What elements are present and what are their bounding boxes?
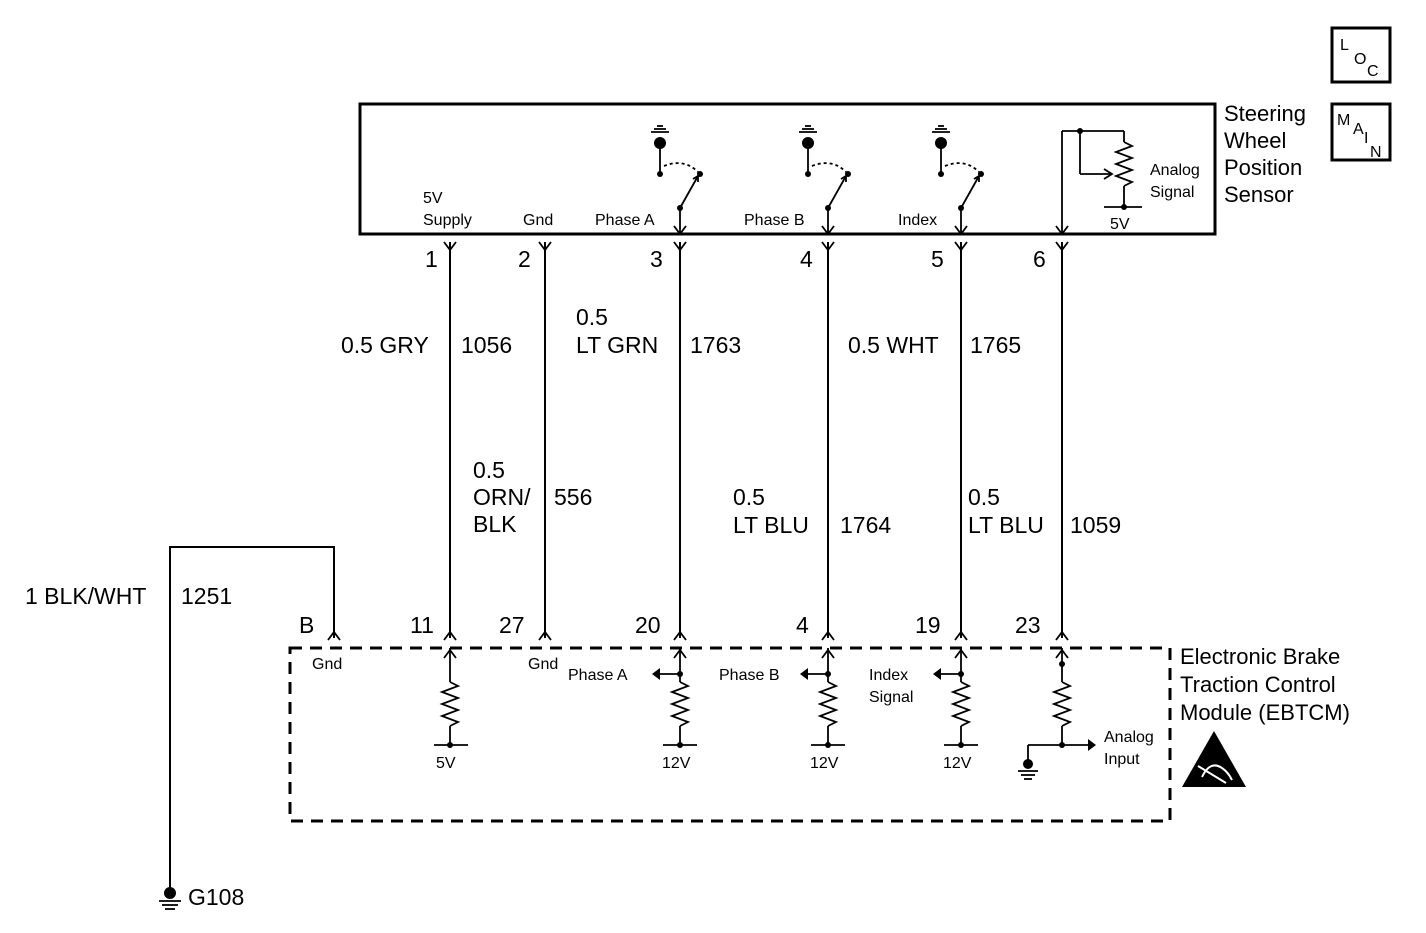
wire-1251-circuit: 1251 (181, 583, 232, 609)
module-12v-ref-b: 12V (810, 755, 839, 772)
sensor-name-line-1: Steering (1224, 101, 1306, 126)
module-pin-b: B (299, 612, 314, 638)
module-name-line-1: Electronic Brake (1180, 644, 1340, 669)
svg-text:N: N (1370, 144, 1382, 161)
sensor-pin-3: 3 (650, 246, 663, 272)
wire-1059-gauge: 0.5 (968, 484, 1000, 510)
sensor-box (358, 102, 1217, 236)
module-pin-4: 4 (796, 612, 809, 638)
sensor-pot-5v-label: 5V (1110, 216, 1130, 233)
svg-text:M: M (1337, 112, 1350, 129)
resistor-phase-b-icon (800, 648, 845, 748)
svg-text:C: C (1367, 63, 1379, 80)
module-index-label-1: Index (869, 667, 908, 684)
ground-icon (164, 887, 176, 899)
ground-label: G108 (188, 884, 244, 910)
wire-1764-gauge: 0.5 (733, 484, 765, 510)
sensor-phase-b-label: Phase B (744, 212, 804, 229)
module-phase-b-label: Phase B (719, 667, 779, 684)
potentiometer-icon (1055, 128, 1142, 236)
wire-1765-circuit: 1765 (970, 332, 1021, 358)
main-badge[interactable]: M A I N (1330, 102, 1392, 162)
module-gnd-b-label: Gnd (312, 656, 342, 673)
sensor-pin-4: 4 (800, 246, 813, 272)
wire-1764-circuit: 1764 (840, 512, 891, 538)
wire-1059-circuit: 1059 (1070, 512, 1121, 538)
module-pin-20: 20 (635, 612, 661, 638)
wire-1059-color: LT BLU (968, 512, 1044, 538)
sensor-pin-5: 5 (931, 246, 944, 272)
module-5v-ref: 5V (436, 755, 456, 772)
wire-1763-circuit: 1763 (690, 332, 741, 358)
phase-a-switch-icon (651, 125, 703, 236)
module-pin-23: 23 (1015, 612, 1041, 638)
steering-wheel-position-sensor: Steering Wheel Position Sensor 5V Supply… (358, 101, 1306, 236)
wire-1763-gauge: 0.5 (576, 304, 608, 330)
wire-1765-color: 0.5 WHT (848, 332, 939, 358)
sensor-analog-label-1: Analog (1150, 162, 1200, 179)
svg-text:A: A (1353, 121, 1364, 138)
sensor-pin-numbers: 1 2 3 4 5 6 (425, 246, 1046, 272)
module-pin-numbers: B 11 27 20 4 19 23 (299, 612, 1041, 638)
resistor-analog-icon (1018, 648, 1096, 780)
wires (169, 241, 1069, 890)
module-box (288, 646, 1172, 823)
loc-badge[interactable]: L O C (1330, 26, 1392, 84)
sensor-pin-1: 1 (425, 246, 438, 272)
module-pin-19: 19 (915, 612, 941, 638)
esd-warning-icon (1182, 731, 1246, 787)
sensor-pin-6: 6 (1033, 246, 1046, 272)
sensor-5v-supply-label-2: Supply (423, 212, 472, 229)
sensor-name-line-4: Sensor (1224, 182, 1294, 207)
module-name-line-2: Traction Control (1180, 672, 1336, 697)
module-phase-a-label: Phase A (568, 667, 628, 684)
wire-556-color-1: ORN/ (473, 484, 531, 510)
wire-556-gauge: 0.5 (473, 457, 505, 483)
module-analog-label-2: Input (1104, 751, 1140, 768)
wire-1251-color: 1 BLK/WHT (25, 583, 146, 609)
sensor-analog-label-2: Signal (1150, 184, 1194, 201)
module-analog-label-1: Analog (1104, 729, 1154, 746)
wire-556-color-2: BLK (473, 511, 517, 537)
ground-g108: G108 (159, 884, 244, 910)
module-pin-27: 27 (499, 612, 525, 638)
wire-1056-color: 0.5 GRY (341, 332, 429, 358)
phase-b-switch-icon (799, 125, 851, 236)
sensor-gnd-label: Gnd (523, 212, 553, 229)
sensor-5v-supply-label-1: 5V (423, 190, 443, 207)
module-12v-ref-a: 12V (662, 755, 691, 772)
wire-labels: 0.5 GRY 1056 0.5 LT GRN 1763 0.5 WHT 176… (25, 304, 1121, 609)
module-pin-11: 11 (410, 612, 434, 638)
module-gnd-27-label: Gnd (528, 656, 558, 673)
wire-1056-circuit: 1056 (461, 332, 512, 358)
ebtcm-module: Electronic Brake Traction Control Module… (288, 644, 1350, 823)
svg-text:L: L (1340, 37, 1349, 54)
module-name-line-3: Module (EBTCM) (1180, 700, 1350, 725)
sensor-phase-a-label: Phase A (595, 212, 655, 229)
resistor-phase-a-icon (652, 648, 697, 748)
sensor-name-line-2: Wheel (1224, 128, 1286, 153)
module-12v-ref-index: 12V (943, 755, 972, 772)
resistor-5v-icon (434, 648, 468, 748)
index-switch-icon (932, 125, 984, 236)
wire-1764-color: LT BLU (733, 512, 809, 538)
resistor-index-icon (933, 648, 978, 748)
wire-1251[interactable] (169, 546, 335, 890)
sensor-name-line-3: Position (1224, 155, 1302, 180)
module-index-label-2: Signal (869, 689, 913, 706)
sensor-index-label: Index (898, 212, 937, 229)
wire-1763-color: LT GRN (576, 332, 658, 358)
svg-text:O: O (1354, 51, 1366, 68)
svg-text:I: I (1364, 130, 1368, 147)
sensor-pin-2: 2 (518, 246, 531, 272)
wire-556-circuit: 556 (554, 484, 592, 510)
